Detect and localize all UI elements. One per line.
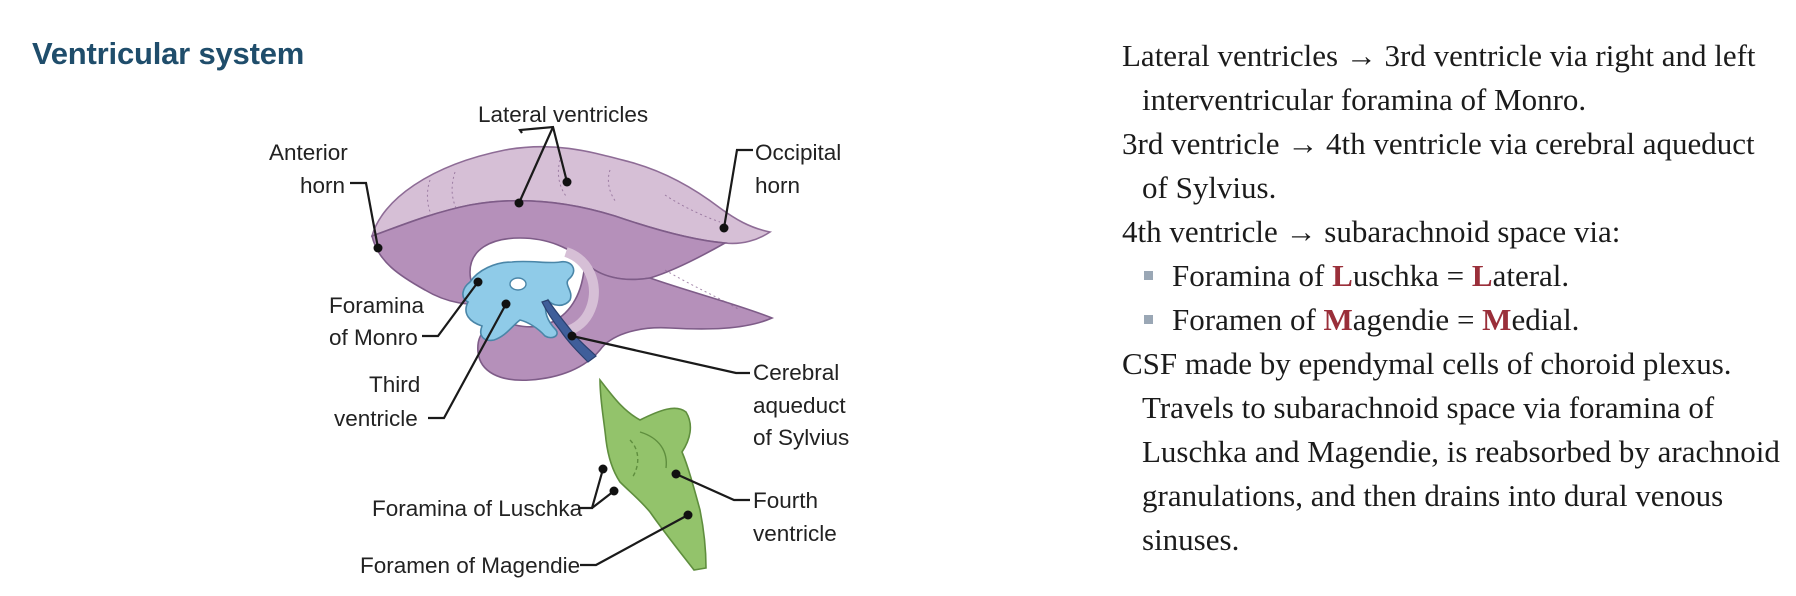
- foramina-list: Foramina of Luschka = Lateral. Foramen o…: [1122, 254, 1782, 342]
- label-occipital-horn-line2: horn: [755, 173, 800, 198]
- mnemonic-letter: M: [1482, 302, 1512, 337]
- label-cerebral-aqueduct-line1: Cerebral: [753, 360, 839, 385]
- label-foramina-monro-line1: Foramina: [329, 293, 425, 318]
- mnemonic-letter: L: [1471, 258, 1493, 293]
- label-fourth-ventricle-line2: ventricle: [753, 521, 837, 546]
- leader-dots: [373, 177, 729, 520]
- bullet-luschka: Foramina of Luschka = Lateral.: [1144, 254, 1782, 298]
- label-lateral-ventricles: Lateral ventricles: [478, 102, 648, 127]
- label-cerebral-aqueduct-line3: of Sylvius: [753, 425, 849, 450]
- third-ventricle: [462, 260, 575, 342]
- section-title: Ventricular system: [32, 36, 305, 71]
- note-csf-flow: CSF made by ependymal cells of choroid p…: [1122, 346, 1780, 557]
- label-fourth-ventricle-line1: Fourth: [753, 488, 818, 513]
- fourth-ventricle: [599, 377, 707, 571]
- note-lateral-to-third: Lateral ventricles → 3rd ventricle via r…: [1122, 38, 1756, 117]
- label-cerebral-aqueduct-line2: aqueduct: [753, 393, 846, 418]
- mnemonic-letter: M: [1323, 302, 1353, 337]
- leader-lines: [350, 125, 753, 567]
- label-anterior-horn-line2: horn: [300, 173, 345, 198]
- label-foramina-monro-line2: of Monro: [329, 325, 418, 350]
- label-foramina-luschka: Foramina of Luschka: [372, 496, 583, 521]
- label-occipital-horn-line1: Occipital: [755, 140, 841, 165]
- choroid-fissure: [564, 247, 599, 335]
- label-third-ventricle-line2: ventricle: [334, 406, 418, 431]
- label-third-ventricle-line1: Third: [369, 372, 420, 397]
- label-foramen-magendie: Foramen of Magendie: [360, 553, 580, 578]
- ventricular-system-diagram: Lateral ventricles Anterior horn Occipit…: [269, 102, 849, 578]
- mnemonic-letter: L: [1332, 258, 1353, 293]
- cerebral-aqueduct: [541, 299, 597, 363]
- note-fourth-to-subarachnoid: 4th ventricle → subarachnoid space via:: [1122, 214, 1621, 249]
- label-anterior-horn-line1: Anterior: [269, 140, 348, 165]
- bullet-magendie: Foramen of Magendie = Medial.: [1144, 298, 1782, 342]
- notes-panel: Lateral ventricles → 3rd ventricle via r…: [1122, 34, 1782, 562]
- note-third-to-fourth: 3rd ventricle → 4th ventricle via cerebr…: [1122, 126, 1755, 205]
